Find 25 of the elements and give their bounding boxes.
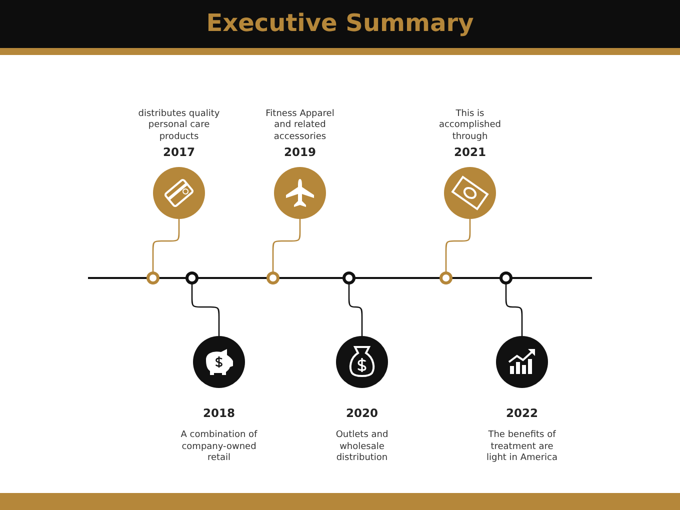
connector-line xyxy=(191,284,220,336)
connector-line xyxy=(272,219,301,272)
milestone-description: A combination of company-owned retail xyxy=(180,430,258,464)
year-label: 2020 xyxy=(346,406,378,420)
timeline-marker xyxy=(186,272,198,284)
year-label: 2017 xyxy=(162,145,195,159)
connector-line xyxy=(152,219,180,272)
timeline-marker xyxy=(342,272,356,284)
connector-line xyxy=(348,284,363,336)
year-label: 2022 xyxy=(506,406,538,420)
timeline-marker xyxy=(440,272,452,284)
connector-line xyxy=(505,284,523,336)
milestone-description: distributes quality personal care products xyxy=(137,108,221,143)
timeline-marker xyxy=(146,272,160,284)
connector-line xyxy=(445,219,471,272)
milestone-description: Fitness Apparel and related accessories xyxy=(264,108,336,143)
year-label: 2018 xyxy=(202,406,235,420)
year-label: 2019 xyxy=(284,145,316,159)
title: Executive Summary xyxy=(206,9,474,37)
timeline-marker xyxy=(266,272,280,284)
milestone-description: This is accomplished through xyxy=(438,108,502,143)
timeline-marker xyxy=(500,272,512,284)
milestone-description: Outlets and wholesale distribution xyxy=(334,430,390,464)
milestone-description: The benefits of treatment are light in America xyxy=(486,430,558,464)
year-label: 2021 xyxy=(454,145,486,159)
